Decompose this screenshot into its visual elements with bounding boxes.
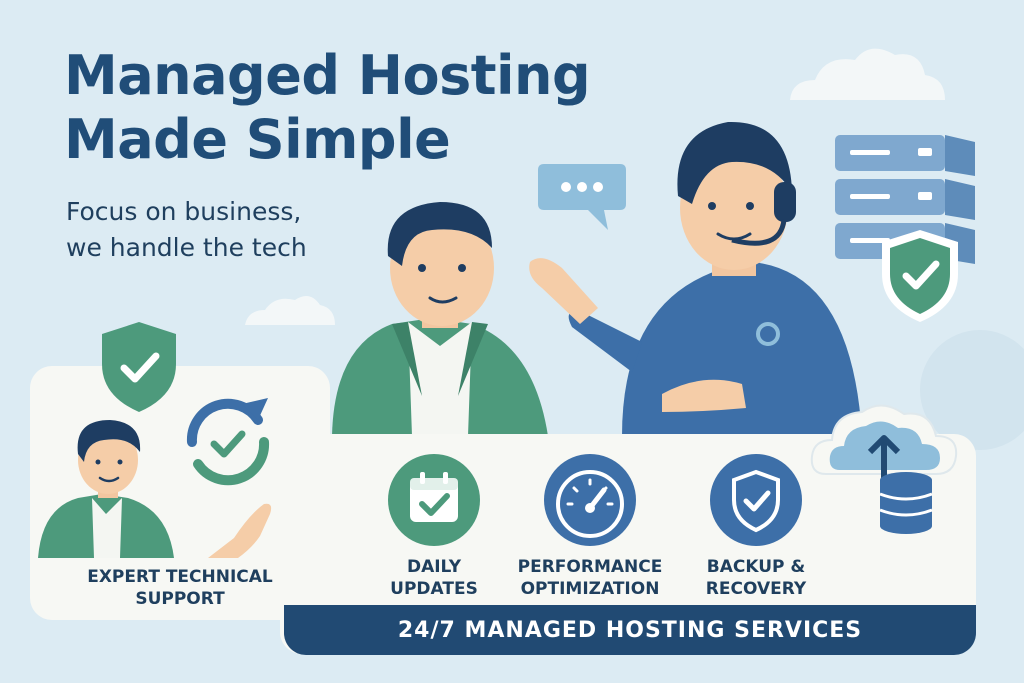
shield-check-icon [710,454,802,546]
services-banner: 24/7 MANAGED HOSTING SERVICES [284,605,976,655]
sync-check-icon [186,398,270,486]
support-card-label: EXPERT TECHNICAL SUPPORT [30,566,330,610]
banner-text: 24/7 MANAGED HOSTING SERVICES [397,617,863,643]
speedometer-icon [544,454,636,546]
shield-check-icon [102,322,176,412]
feature-label-line-1: BACKUP & [706,557,806,577]
feature-label-line-1: PERFORMANCE [517,557,663,577]
tagline-line-1: Focus on business, [66,197,302,226]
support-agent-illustration [529,121,862,436]
calendar-check-icon [388,454,480,546]
tagline-line-2: we handle the tech [66,233,307,262]
cloud-upload-database-icon [810,404,958,534]
title-line-1: Managed Hosting [64,44,591,107]
feature-label-updates: DAILY UPDATES [354,556,514,600]
feature-label-line-1: DAILY [406,557,462,577]
feature-label-performance: PERFORMANCE OPTIMIZATION [505,556,675,600]
page-title: Managed Hosting Made Simple [64,44,591,172]
chat-bubble-icon [538,164,626,230]
tagline: Focus on business, we handle the tech [66,194,307,266]
feature-label-backup: BACKUP & RECOVERY [676,556,836,600]
feature-label-line-2: UPDATES [390,579,478,599]
title-line-2: Made Simple [64,108,451,171]
feature-label-line-2: RECOVERY [705,579,807,599]
support-label-line-2: SUPPORT [135,589,225,609]
support-person-illustration [38,420,272,558]
shield-check-icon [882,230,958,322]
customer-illustration [332,202,548,436]
feature-label-line-2: OPTIMIZATION [520,579,660,599]
support-label-line-1: EXPERT TECHNICAL [87,567,273,587]
